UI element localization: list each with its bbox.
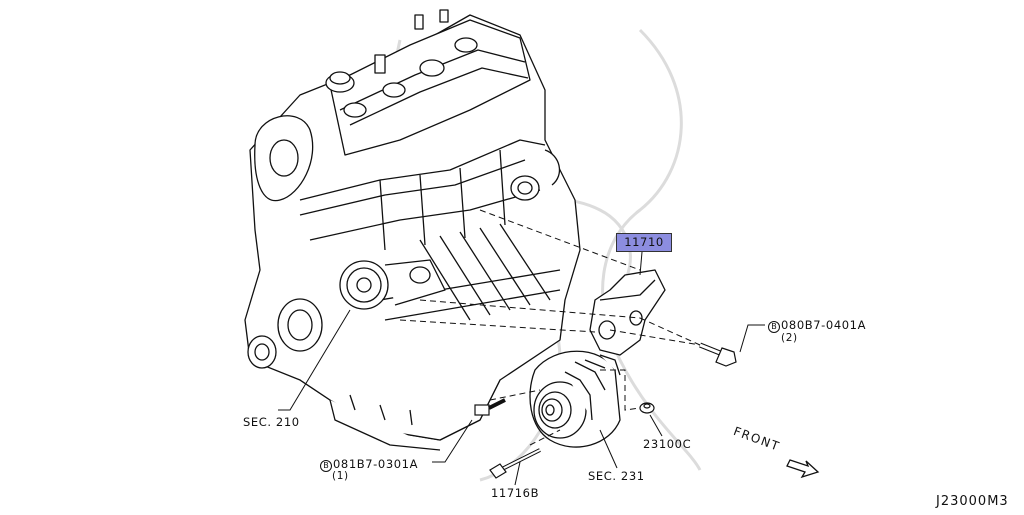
engine-block <box>244 9 581 451</box>
front-arrow <box>786 459 820 479</box>
bolt-long-label[interactable]: 11716B <box>491 486 540 500</box>
section-210-label[interactable]: SEC. 210 <box>243 415 300 429</box>
alternator <box>529 350 621 448</box>
section-231-label[interactable]: SEC. 231 <box>588 469 645 483</box>
diagram-code: J23000M3 <box>936 494 1009 509</box>
part-number-11710: 11710 <box>624 235 664 249</box>
bolt-lower-code: 081B7-0301A <box>333 457 419 471</box>
nut-label[interactable]: 23100C <box>643 437 692 451</box>
assembly-dashed-lines <box>399 209 701 446</box>
bolt-upper-quantity: (2) <box>781 332 798 344</box>
bolts <box>474 342 737 479</box>
leader-lines <box>278 251 765 486</box>
bolt-lower-quantity: (1) <box>332 470 349 482</box>
bolt-b-marker-icon-lower: B <box>320 460 332 472</box>
bolt-b-marker-icon: B <box>768 321 780 333</box>
bolt-upper-code: 080B7-0401A <box>781 318 867 332</box>
alternator-bracket <box>589 269 666 356</box>
part-number-11710-tag[interactable]: 11710 <box>616 233 672 252</box>
